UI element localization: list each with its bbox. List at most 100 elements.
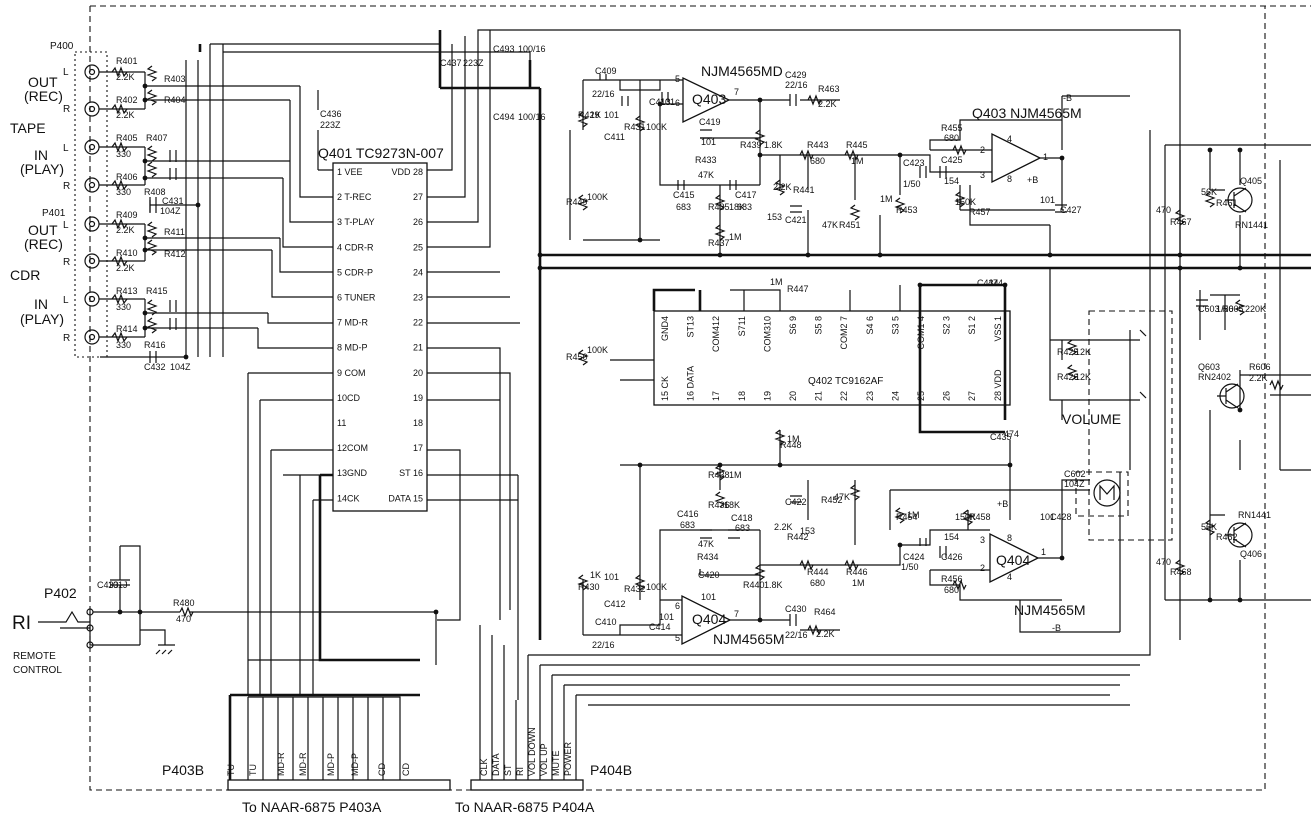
junction-dot xyxy=(142,235,148,241)
r440-label: R440 xyxy=(743,580,765,590)
junction-dot xyxy=(137,609,143,615)
junction-dot xyxy=(183,354,189,360)
r405-label: R405 xyxy=(116,133,138,143)
r443-value: 680 xyxy=(810,156,825,166)
to-p404a-label: To NAAR-6875 P404A xyxy=(455,799,595,815)
jack-cdr-in-r xyxy=(84,329,100,345)
remote-ri-label: RI xyxy=(12,613,31,634)
transistor-q405-icon xyxy=(1225,187,1253,213)
c419-value: 101 xyxy=(701,137,716,147)
r440-value: 1.8K xyxy=(764,580,783,590)
r441-value: 2.2K xyxy=(773,182,792,192)
c603-value: 1/50 xyxy=(1216,304,1234,314)
motor-outline xyxy=(1075,471,1129,517)
p403b-pin-label: TU xyxy=(226,764,236,776)
c409-value: 22/16 xyxy=(592,89,615,99)
c436-label: C436 xyxy=(320,109,342,119)
connector-p403b xyxy=(227,779,451,791)
r441-label: R441 xyxy=(793,185,815,195)
transistor-q406-icon xyxy=(1225,522,1253,548)
r442-label: R442 xyxy=(787,532,809,542)
p403b-pin-label: TU xyxy=(248,764,258,776)
resistor-zigzags xyxy=(111,65,177,363)
r455-value: 680 xyxy=(944,133,959,143)
r439-label: R439 xyxy=(740,140,762,150)
minus-b-label: -B xyxy=(1052,623,1061,633)
c432-label: C432 xyxy=(144,362,166,372)
junction-dot xyxy=(777,462,783,468)
ic-q402-label: Q402 TC9162AF xyxy=(808,376,883,387)
bottom-ground xyxy=(228,693,420,780)
q401-pin-left: 12COM xyxy=(337,443,368,453)
junction-dot xyxy=(1237,597,1243,603)
label-tape: TAPE xyxy=(10,120,46,136)
q403-resistors xyxy=(577,74,1067,366)
r462-label: R462 xyxy=(1216,532,1238,542)
c433-value: 101J xyxy=(108,580,128,590)
opamp-q403a-pin7: 7 xyxy=(734,87,739,97)
r408-label: R408 xyxy=(144,187,166,197)
r431-label: R431 xyxy=(624,122,646,132)
r467-value: 470 xyxy=(1156,205,1171,215)
r480-value: 470 xyxy=(176,614,191,624)
r401-value: 2.2K xyxy=(116,72,135,82)
c420-label: C420 xyxy=(698,570,720,580)
c494-label: C494 xyxy=(493,112,515,122)
opamp-q404a-pin7: 7 xyxy=(734,609,739,619)
r458-value: 150K xyxy=(955,512,976,522)
q402-pin-top: S1 2 xyxy=(967,316,977,335)
r480-zigzag xyxy=(179,606,194,618)
r464-label: R464 xyxy=(814,607,836,617)
r457-value: 150K xyxy=(955,197,976,207)
p403b-pin-label: MD-R xyxy=(276,752,286,776)
label-play: (PLAY) xyxy=(20,311,64,327)
volume-wiring xyxy=(1049,268,1147,470)
p404b-pin-label: ST xyxy=(503,764,513,776)
junction-dot xyxy=(1059,155,1065,161)
junction-dot xyxy=(1007,462,1013,468)
c427-value: 101 xyxy=(1040,195,1055,205)
c602-value: 104Z xyxy=(1064,479,1085,489)
r467-label: R467 xyxy=(1170,217,1192,227)
right-transistor-wiring xyxy=(1164,144,1311,601)
q402-pin-top: S4 6 xyxy=(865,316,875,335)
opamp-q404b xyxy=(989,532,1040,584)
r410-label: R410 xyxy=(116,248,138,258)
q401-pin-right: 19 xyxy=(413,393,423,403)
r461-label: R461 xyxy=(1216,198,1238,208)
q401-pin-left: 10CD xyxy=(337,393,361,403)
c424-value: 1/50 xyxy=(901,562,919,572)
c493-label: C493 xyxy=(493,44,515,54)
c603-label: C603 xyxy=(1198,304,1220,314)
opamp-q404b-pin3: 3 xyxy=(980,535,985,545)
q401-pin-right: 25 xyxy=(413,242,423,252)
r431-value: 100K xyxy=(646,122,667,132)
r462-value: 56K xyxy=(1201,522,1217,532)
r458-label: R458 xyxy=(969,512,991,522)
junction-dot xyxy=(757,97,763,103)
junction-dot xyxy=(1237,407,1243,413)
connector-p401-label: P401 xyxy=(42,208,66,219)
q401-pin-right: 21 xyxy=(413,343,423,353)
r402-label: R402 xyxy=(116,95,138,105)
q402-pin-bottom: 21 xyxy=(814,391,824,401)
rail-secondary xyxy=(569,130,1010,466)
q405-value: RN1441 xyxy=(1235,220,1268,230)
junction-dot xyxy=(1237,147,1243,153)
r413-value: 330 xyxy=(116,302,131,312)
c414-value: 101 xyxy=(659,612,674,622)
junction-dot xyxy=(805,252,811,258)
jack-tape-out-r xyxy=(84,101,100,117)
jack-tape-out-l xyxy=(84,64,100,80)
r480-label: R480 xyxy=(173,598,195,608)
r435-label: R435 xyxy=(708,202,730,212)
label-rec: (REC) xyxy=(24,236,63,252)
r425-value: 12K xyxy=(1075,347,1091,357)
c424-label: C424 xyxy=(903,552,925,562)
volume-outline xyxy=(1088,310,1173,541)
c411-value: 101 xyxy=(604,110,619,120)
junction-dot xyxy=(537,252,543,258)
junction-dot xyxy=(1177,252,1183,258)
p403b-pin-label: MD-P xyxy=(350,753,360,776)
